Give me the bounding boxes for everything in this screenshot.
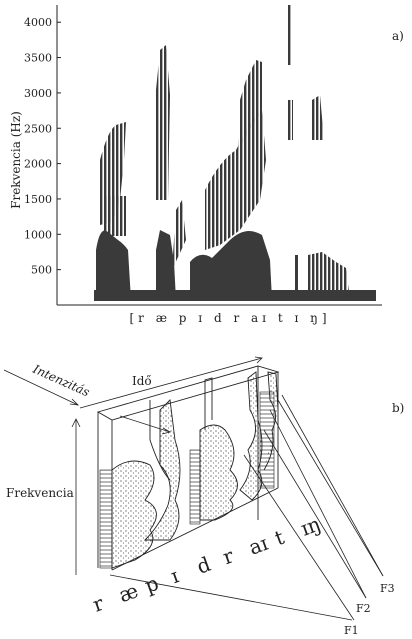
y-tick-label: 1500 xyxy=(24,193,52,206)
y-axis-label: Frekvencia (Hz) xyxy=(9,111,23,209)
spectrogram-panel: a) Frekvencia (Hz) 500 1000 1500 2000 2500 30… xyxy=(9,5,404,325)
formant-labels: F1 F2 F3 xyxy=(344,582,395,637)
time-axis-arrow xyxy=(254,356,263,364)
y-tick-label: 2500 xyxy=(24,122,52,135)
y-tick-label: 4000 xyxy=(24,16,52,29)
y-tick-label: 3000 xyxy=(24,87,52,100)
y-tick-label: 3500 xyxy=(24,52,52,65)
phoneme-symbol: æ xyxy=(116,578,142,607)
waterfall-diagram: b) Intenzitás Idő Frekvencia xyxy=(3,356,404,637)
phoneme-symbol: r xyxy=(220,543,238,569)
formant-lines xyxy=(109,394,384,621)
phoneme-symbol: ɪŋ xyxy=(298,512,324,541)
phoneme-symbol: r xyxy=(90,591,108,617)
phonetic-transcription: [r æ p ɪ d r aɪ t ɪ ŋ] xyxy=(129,311,330,325)
time-axis xyxy=(79,357,263,409)
intensity-axis-label: Intenzitás xyxy=(30,362,92,400)
spectral-slices xyxy=(111,371,279,569)
y-tick-label: 500 xyxy=(31,264,52,277)
frequency-axis-arrow xyxy=(71,418,81,428)
y-tick-label: 1000 xyxy=(24,228,52,241)
middle-wall-hatch xyxy=(189,449,201,525)
frequency-axis-label: Frekvencia xyxy=(6,486,74,500)
panel-b-label: b) xyxy=(392,401,404,415)
intensity-axis-arrow xyxy=(69,398,80,406)
formant-label: F2 xyxy=(356,602,371,615)
y-tick-label: 2000 xyxy=(24,158,52,171)
inner-arrow xyxy=(119,415,171,433)
spectrogram-energy xyxy=(94,5,376,301)
time-axis-label: Idő xyxy=(132,374,152,388)
inner-arrow-head xyxy=(161,427,172,435)
formant-label: F3 xyxy=(380,582,395,595)
intensity-axis xyxy=(3,369,79,406)
phoneme-symbol: ɪ xyxy=(168,563,182,588)
panel-a-label: a) xyxy=(392,29,404,43)
y-ticks: 500 1000 1500 2000 2500 3000 3500 4000 xyxy=(24,16,61,277)
formant-label: F1 xyxy=(344,624,359,637)
phoneme-symbol: d xyxy=(194,552,214,579)
phoneme-symbol: t xyxy=(272,525,288,550)
front-wall-hatch xyxy=(99,469,113,569)
phoneme-symbol: aɪ xyxy=(246,531,271,560)
